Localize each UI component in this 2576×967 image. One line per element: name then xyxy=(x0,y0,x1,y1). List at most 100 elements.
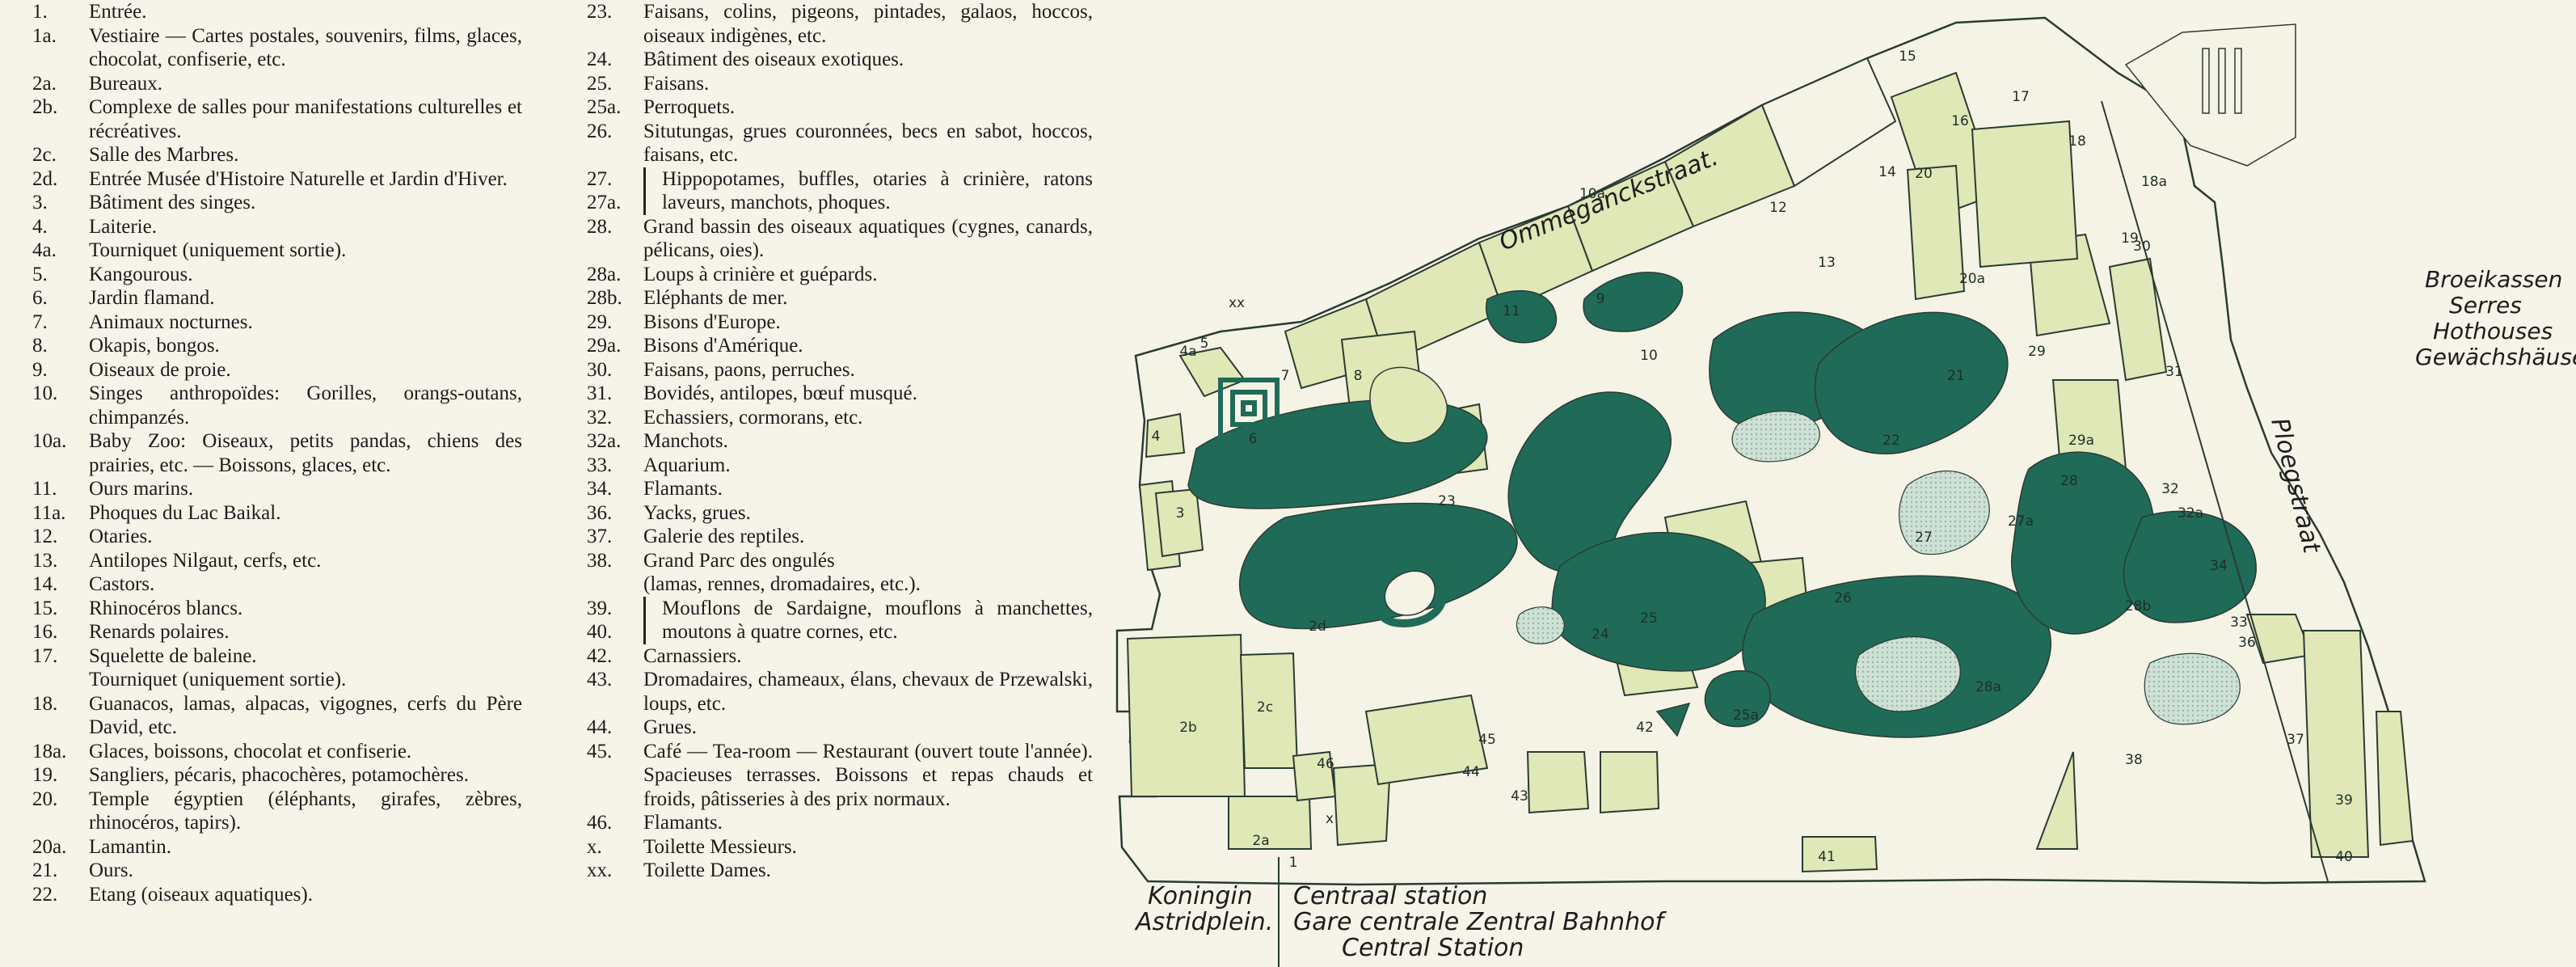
map-label-xx: xx xyxy=(1229,295,1245,311)
map-label-5: 5 xyxy=(1200,336,1209,352)
map-label-2b: 2b xyxy=(1179,720,1197,736)
legend-number: 1a. xyxy=(32,24,57,47)
zoo-map: Ommeganckstraat. Ploegstraat Koningin As… xyxy=(1099,0,2576,967)
legend-number: 4. xyxy=(32,215,48,238)
legend-number xyxy=(21,668,89,692)
legend-text: Aquarium. xyxy=(643,454,731,476)
legend-text: Bisons d'Europe. xyxy=(643,310,781,333)
map-label-6: 6 xyxy=(1249,431,1258,447)
legend-number: 37. xyxy=(587,526,613,547)
legend-number: 19. xyxy=(32,764,58,786)
legend-text: Grand bassin des oiseaux aquatiques (cyg… xyxy=(643,215,1093,262)
legend-entry: 34. Flamants. xyxy=(575,477,1093,501)
legend-entry: 22.Etang (oiseaux aquatiques). xyxy=(21,883,522,907)
legend-entry: 44.Grues. xyxy=(575,716,1093,740)
map-label-18a: 18a xyxy=(2141,174,2167,190)
central-station-label-2: Gare centrale Zentral Bahnhof xyxy=(1293,908,1667,936)
legend-text: Toilette Messieurs. xyxy=(643,835,797,858)
legend-text: Mouflons de Sardaigne, mouflons à manche… xyxy=(643,596,1093,644)
legend-text: Faisans, colins, pigeons, pintades, gala… xyxy=(643,1,1093,47)
legend-text: Okapis, bongos. xyxy=(89,335,220,357)
map-label-9: 9 xyxy=(1596,291,1605,307)
legend-text: Phoques du Lac Baikal. xyxy=(89,501,281,524)
legend-number: 29. xyxy=(587,310,613,333)
legend-entry: 32a.Manchots. xyxy=(575,429,1093,454)
koningin-label-2: Astridplein. xyxy=(1134,908,1273,936)
legend-number: 14. xyxy=(32,573,58,595)
legend-text: Entrée. xyxy=(89,1,147,23)
map-label-x: x xyxy=(1326,811,1334,827)
legend-text: Temple égyptien (éléphants, girafes, zèb… xyxy=(89,788,522,834)
map-label-11: 11 xyxy=(1503,303,1520,319)
legend-number: 34. xyxy=(587,478,613,500)
legend-entry: 31. Bovidés, antilopes, bœuf musqué. xyxy=(575,382,1093,406)
legend-number: 15. xyxy=(32,597,58,619)
map-label-20: 20 xyxy=(1915,166,1933,182)
map-label-32: 32 xyxy=(2161,481,2179,497)
legend-text: Galerie des reptiles. xyxy=(643,526,805,547)
map-label-4a: 4a xyxy=(1179,344,1196,360)
legend-number: 11. xyxy=(32,478,57,500)
legend-number: 10. xyxy=(32,382,58,404)
legend-text: Baby Zoo: Oiseaux, petits pandas, chiens… xyxy=(89,430,522,476)
legend-number: 31. xyxy=(587,382,613,404)
map-label-10a: 10a xyxy=(1579,186,1605,202)
hothouses xyxy=(2124,23,2296,167)
hatched-areas xyxy=(1516,411,2241,725)
legend-entry: 14.Castors. xyxy=(21,572,522,597)
legend-text: Dromadaires, chameaux, élans, chevaux de… xyxy=(643,669,1093,715)
legend-entry: 5.Kangourous. xyxy=(21,263,522,287)
legend-number: 16. xyxy=(32,621,58,643)
legend-number: 12. xyxy=(32,526,58,547)
legend-entry: 18a. Glaces, boissons, chocolat et confis… xyxy=(21,740,522,764)
legend-text: Glaces, boissons, chocolat et confiserie… xyxy=(89,740,412,762)
map-label-24: 24 xyxy=(1592,627,1609,643)
legend-text: Flamants. xyxy=(643,478,723,500)
legend-text: Bâtiment des oiseaux exotiques. xyxy=(643,49,904,70)
map-label-34: 34 xyxy=(2210,558,2228,574)
legend-entry: 2c. Salle des Marbres. xyxy=(21,143,522,167)
legend-number: 27a. xyxy=(587,192,622,213)
map-label-2c: 2c xyxy=(1257,699,1273,716)
map-label-46: 46 xyxy=(1317,756,1334,772)
hothouses-label-1: Broeikassen xyxy=(2425,266,2562,293)
legend-text: Salle des Marbres. xyxy=(89,144,239,166)
legend-number: 6. xyxy=(32,287,48,309)
legend-number: 23. xyxy=(587,1,613,23)
hothouses-label-4: Gewächshäuser xyxy=(2415,344,2576,370)
legend-number: 18a. xyxy=(32,740,67,762)
map-label-17: 17 xyxy=(2012,89,2030,105)
legend-number: 2b. xyxy=(32,96,58,118)
legend-text: Eléphants de mer. xyxy=(643,287,788,309)
legend-number: 28a. xyxy=(587,263,622,285)
legend-text: Sangliers, pécaris, phacochères, potamoc… xyxy=(89,764,469,786)
legend-number: 44. xyxy=(587,716,613,738)
legend-text: Ours. xyxy=(89,859,133,881)
legend-number: 2c. xyxy=(32,144,57,166)
legend-text: Bovidés, antilopes, bœuf musqué. xyxy=(643,382,917,404)
legend-entry: 4a.Tourniquet (uniquement sortie). xyxy=(21,239,522,263)
map-label-28a: 28a xyxy=(1975,679,2001,695)
legend-text: Complexe de salles pour manifestations c… xyxy=(89,96,522,142)
central-station-label-1: Centraal station xyxy=(1293,882,1487,910)
flemish-garden xyxy=(1218,378,1280,439)
legend-entry: 1a.Vestiaire — Cartes postales, souvenir… xyxy=(21,24,522,72)
legend-text: Renards polaires. xyxy=(89,621,230,643)
map-label-15: 15 xyxy=(1899,49,1916,65)
legend-number: 40. xyxy=(587,621,613,643)
legend-text: Squelette de baleine. xyxy=(89,644,257,667)
legend-number: 13. xyxy=(32,549,58,572)
legend-entry: 28a.Loups à crinière et guépards. xyxy=(575,263,1093,287)
legend-number: 2a. xyxy=(32,72,57,95)
map-label-31: 31 xyxy=(2165,364,2183,380)
map-label-27a: 27a xyxy=(2008,513,2034,530)
map-label-4: 4 xyxy=(1152,429,1161,445)
map-label-39: 39 xyxy=(2335,792,2353,809)
legend-entry: 23. Faisans, colins, pigeons, pintades, g… xyxy=(575,0,1093,48)
map-label-25a: 25a xyxy=(1733,707,1759,724)
map-label-2d: 2d xyxy=(1309,619,1326,635)
map-label-38: 38 xyxy=(2125,752,2143,768)
legend-entry: 18.Guanacos, lamas, alpacas, vigognes, c… xyxy=(21,692,522,740)
map-label-22: 22 xyxy=(1882,433,1900,449)
